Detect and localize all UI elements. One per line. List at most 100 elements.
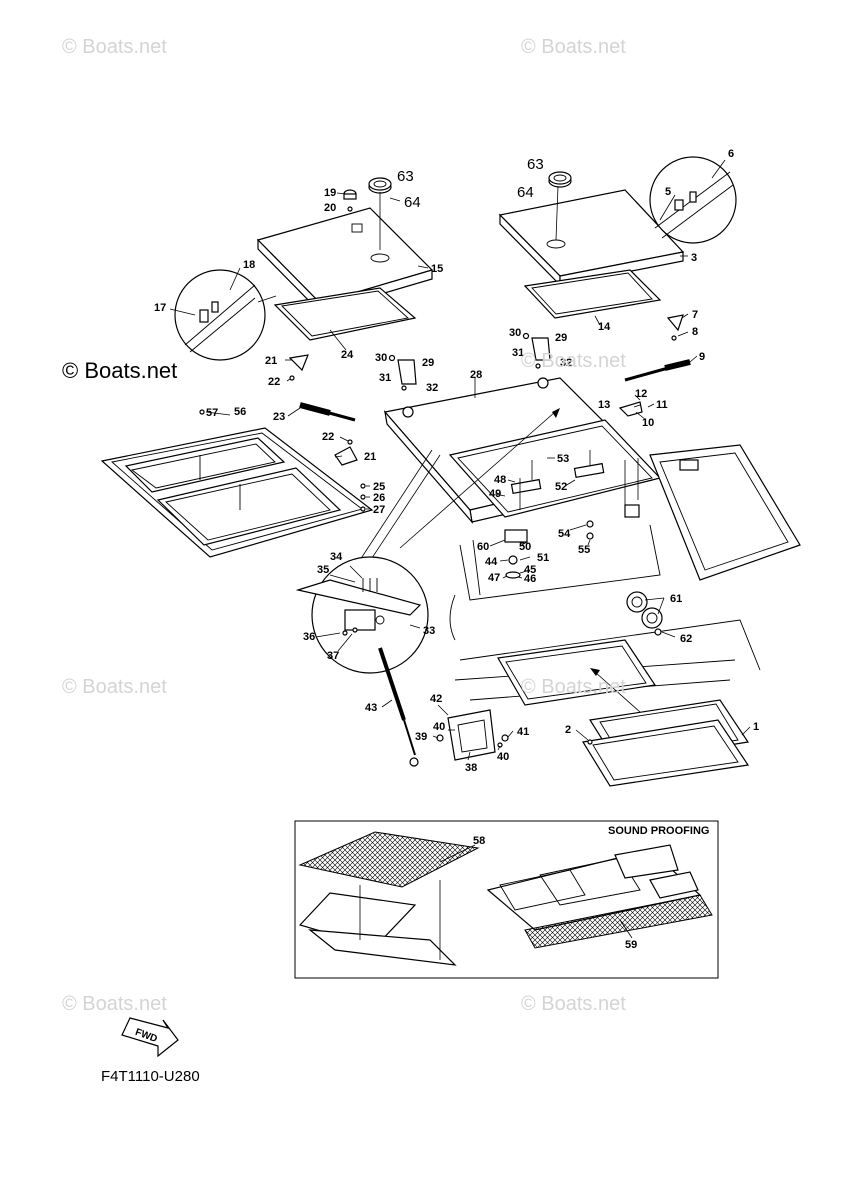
callout-37: 37 [327,650,339,662]
left-drain-plug [368,177,392,250]
callout-35: 35 [317,564,329,576]
direction-arrows [359,408,641,713]
callout-59: 59 [625,939,637,951]
callout-11: 11 [656,399,668,411]
callout-33: 33 [423,625,435,637]
callout-63-left: 63 [397,168,414,185]
callout-25: 25 [373,481,385,493]
watermark: © Boats.net [521,36,626,58]
callout-2: 2 [565,724,571,736]
right-detail-circle [649,156,737,244]
watermark: © Boats.net [62,993,167,1015]
leader-lines [169,159,751,939]
center-hinge-hardware [504,504,640,579]
callout-51: 51 [537,552,549,564]
left-gas-strut [288,354,358,466]
hinge-bracket-right [522,332,551,369]
callout-29-left: 29 [422,357,434,369]
callout-57: 57 [206,407,218,419]
callout-54: 54 [558,528,571,540]
callout-31-right: 31 [512,347,524,359]
callout-18: 18 [243,259,255,271]
callout-10: 10 [642,417,654,429]
callout-1: 1 [753,721,759,733]
callout-34: 34 [330,551,343,563]
callout-30-right: 30 [509,327,521,339]
callout-62: 62 [680,633,692,645]
callout-64-right: 64 [517,184,534,201]
callout-20: 20 [324,202,336,214]
callout-32-right: 32 [560,357,572,369]
strut-bracket [436,709,509,761]
callout-36: 36 [303,631,315,643]
center-hatch-lid [383,377,662,525]
right-gas-strut [618,314,691,417]
callout-32-left: 32 [426,382,438,394]
callout-27: 27 [373,504,385,516]
callout-48: 48 [494,474,506,486]
callout-63-right: 63 [527,156,544,173]
watermark: © Boats.net [62,36,167,58]
lid-detail-circle [295,556,429,674]
watermark: © Boats.net [521,993,626,1015]
callout-14: 14 [598,321,611,333]
callout-40-right: 40 [497,751,509,763]
hinge-bracket-left [388,354,417,391]
callout-39: 39 [415,731,427,743]
callout-42: 42 [430,693,442,705]
gas-strut [378,647,419,767]
callout-53: 53 [557,453,569,465]
callout-28: 28 [470,369,482,381]
callout-23: 23 [273,411,285,423]
lower-hatch-frame [582,699,750,787]
watermark: © Boats.net [521,676,626,698]
callout-24: 24 [341,349,354,361]
callout-8: 8 [692,326,698,338]
callout-5: 5 [665,186,671,198]
callout-60: 60 [477,541,489,553]
callout-21-bottom: 21 [364,451,376,463]
callout-43: 43 [365,702,377,714]
watermark: © Boats.net [62,358,178,383]
callout-44: 44 [485,556,498,568]
watermark: © Boats.net [62,676,167,698]
figure-code: F4T1110-U280 [101,1068,200,1085]
vent-fittings [626,591,663,636]
left-detail-circle [174,269,277,361]
tub-fasteners [360,483,366,512]
callout-38: 38 [465,762,477,774]
side-hatch [649,444,801,581]
callout-47: 47 [488,572,500,584]
callout-40-left: 40 [433,721,445,733]
left-gasket [273,287,417,341]
screw-57 [199,409,205,415]
callout-50: 50 [519,541,531,553]
callout-22-bottom: 22 [322,431,334,443]
callout-64-left: 64 [404,194,421,211]
callout-19: 19 [324,187,336,199]
callout-45: 45 [524,564,536,576]
right-gasket [523,269,662,319]
callout-31-left: 31 [379,372,391,384]
callout-55: 55 [578,544,590,556]
callout-7: 7 [692,309,698,321]
callout-9: 9 [699,351,705,363]
callout-26: 26 [373,492,385,504]
right-hatch-lid [498,189,685,287]
storage-tub [100,427,374,558]
callout-30-left: 30 [375,352,387,364]
callout-56: 56 [234,406,246,418]
callout-12: 12 [635,388,647,400]
callout-22-top: 22 [268,376,280,388]
callout-46: 46 [524,573,536,585]
sound-proofing-panel: SOUND PROOFING [294,820,719,979]
callout-17: 17 [154,302,166,314]
callout-6: 6 [728,148,734,160]
callout-15: 15 [431,263,443,275]
callout-49: 49 [489,488,501,500]
callout-29-right: 29 [555,332,567,344]
latch-assembly [510,450,639,510]
callout-41: 41 [517,726,529,738]
sound-proofing-title: SOUND PROOFING [608,825,709,837]
callout-13: 13 [598,399,610,411]
